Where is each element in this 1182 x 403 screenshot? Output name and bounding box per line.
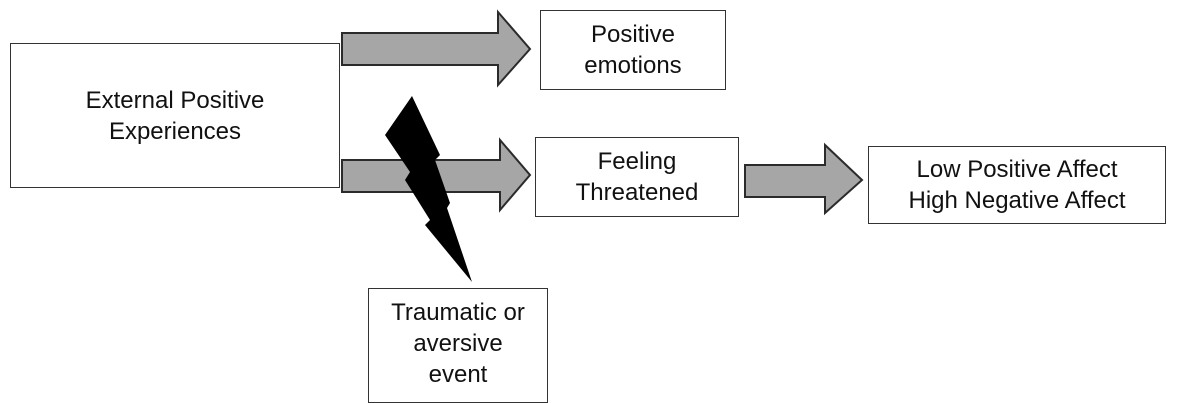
node-label-line: emotions (584, 52, 682, 79)
positive-emotions-box: Positive emotions (540, 10, 726, 90)
node-label-line: event (428, 361, 488, 388)
node-label-line: Experiences (108, 117, 242, 145)
affect-outcome-box: Low Positive Affect High Negative Affect (868, 146, 1166, 224)
node-label-line: Threatened (575, 179, 699, 206)
node-label-line: Feeling (597, 148, 677, 175)
node-label-line: High Negative Affect (908, 187, 1126, 214)
arrow-threatened-to-affect (744, 142, 864, 216)
node-label-line: Low Positive Affect (916, 156, 1118, 183)
node-label-line: External Positive (85, 86, 265, 114)
node-label-line: aversive (413, 330, 503, 357)
node-label-line: Traumatic or (391, 299, 525, 326)
lightning-bolt-icon (385, 96, 472, 282)
feeling-threatened-box: Feeling Threatened (535, 137, 739, 217)
traumatic-event-box: Traumatic or aversive event (368, 288, 548, 403)
node-label-line: Positive (590, 21, 676, 48)
external-positive-experiences-box: External Positive Experiences (10, 43, 340, 188)
arrow-external-to-positive-emotions (341, 9, 532, 88)
